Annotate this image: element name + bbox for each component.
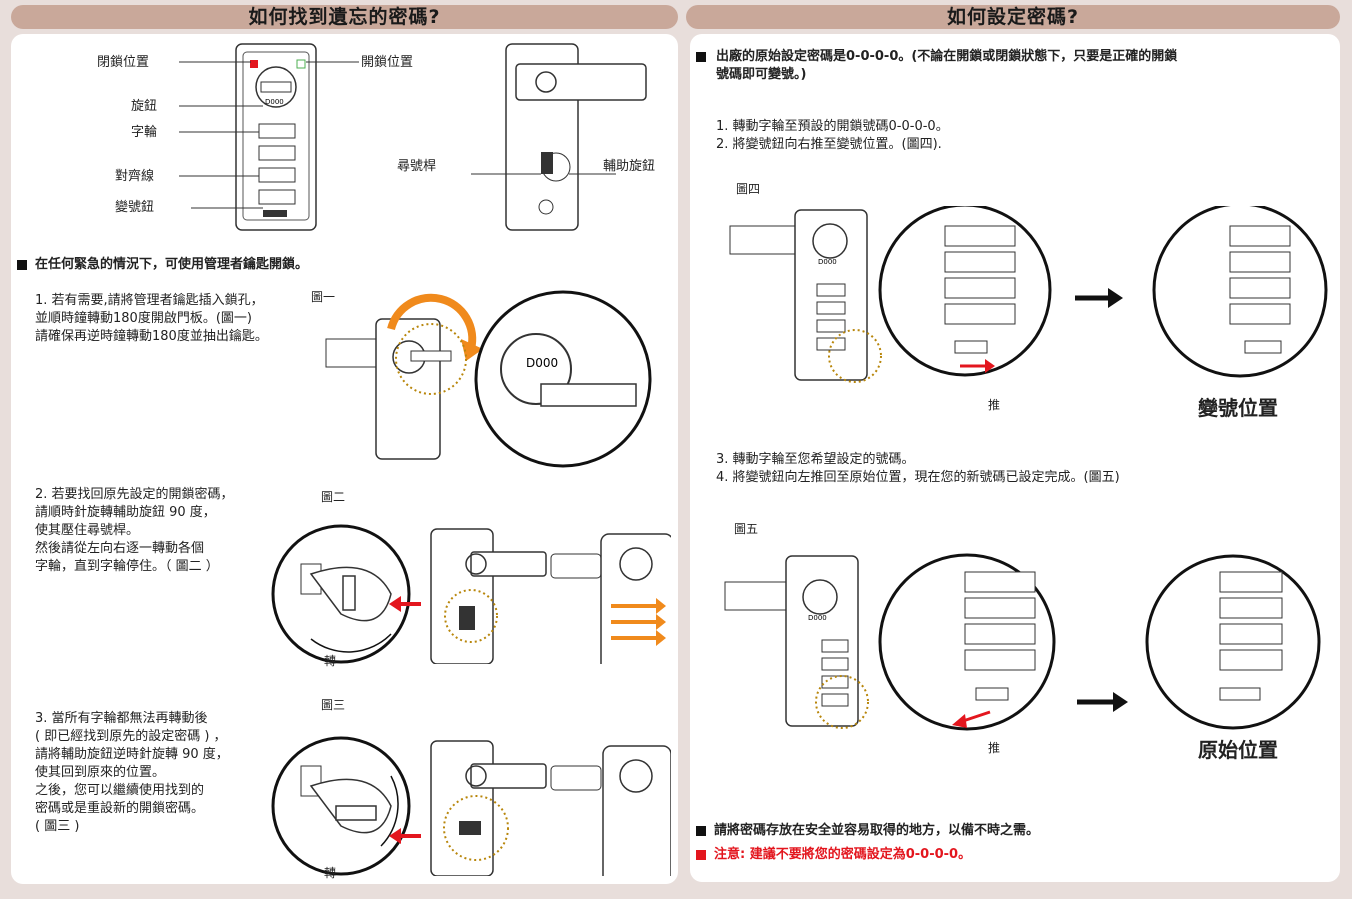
steps-1-2: 1. 轉動字輪至預設的開鎖號碼0-0-0-0。 2. 將變號鈕向右推至變號位置。… [716,119,949,152]
fig1-diagram: D000 [325,290,652,468]
fig3-diagram [271,736,671,876]
bullet-icon [17,259,27,270]
emergency-note: 在任何緊急的情況下，可使用管理者鑰匙開鎖。 [17,256,308,274]
fig4-diagram: D000 [729,206,1328,383]
label-align-line: 對齊線 [115,169,155,184]
step3-text: 3. 當所有字輪都無法再轉動後 ( 即已經找到原先的設定密碼 ) ， 請將輔助旋… [35,711,229,834]
left-header: 如何找到遺忘的密碼? [11,5,678,29]
step2-text: 2. 若要找回原先設定的開鎖密碼， 請順時針旋轉輔助旋鈕 90 度， 使其壓住尋… [35,487,234,574]
warning-note: 注意: 建議不要將您的密碼設定為0-0-0-0。 [696,846,971,864]
original-position-label: 原始位置 [1198,738,1278,762]
label-open-position: 開鎖位置 [361,55,414,70]
label-knob: 旋鈕 [131,99,158,114]
intro-text: 出廠的原始設定密碼是0-0-0-0。(不論在開鎖或閉鎖狀態下，只要是正確的開鎖 … [716,49,1178,82]
svg-text:D000: D000 [265,98,284,106]
fig5-push-label: 推 [988,741,1001,755]
fig4-label: 圖四 [736,182,761,196]
fig2-label: 圖二 [321,490,346,504]
intro-note: 出廠的原始設定密碼是0-0-0-0。(不論在開鎖或閉鎖狀態下，只要是正確的開鎖 … [696,48,1316,84]
fig1-label: 圖一 [311,290,336,304]
label-wheel: 字輪 [131,125,158,140]
label-close-position: 閉鎖位置 [97,55,150,70]
svg-text:D000: D000 [808,614,827,622]
fig2-turn-label: 轉 [324,654,337,668]
label-aux-knob: 輔助旋鈕 [603,159,656,174]
fig3-turn-label: 轉 [324,866,337,880]
change-position-label: 變號位置 [1198,396,1278,420]
fig2-diagram [271,524,671,664]
svg-text:D000: D000 [818,258,837,266]
label-change-button: 變號鈕 [115,200,155,215]
steps-3-4: 3. 轉動字輪至您希望設定的號碼。 4. 將變號鈕向左推回至原始位置，現在您的新… [716,452,1120,485]
label-finder-lever: 尋號桿 [397,159,437,174]
step1-text: 1. 若有需要,請將管理者鑰匙插入鎖孔， 並順時鐘轉動180度開啟門板。(圖一)… [35,293,268,344]
bullet-icon [696,825,706,836]
store-note: 請將密碼存放在安全並容易取得的地方，以備不時之需。 [696,822,1039,840]
bullet-icon [696,52,706,62]
right-header: 如何設定密碼? [686,5,1340,29]
emergency-text: 在任何緊急的情況下，可使用管理者鑰匙開鎖。 [35,257,309,272]
fig5-label: 圖五 [734,522,759,536]
left-panel: D000 閉鎖位置 開鎖位置 旋鈕 字輪 對齊線 變號鈕 [11,34,678,884]
fig5-diagram: D000 [724,553,1321,731]
right-panel: 出廠的原始設定密碼是0-0-0-0。(不論在開鎖或閉鎖狀態下，只要是正確的開鎖 … [690,34,1340,882]
warning-text: 注意: 建議不要將您的密碼設定為0-0-0-0。 [714,847,972,862]
store-note-text: 請將密碼存放在安全並容易取得的地方，以備不時之需。 [714,823,1040,838]
warning-bullet-icon [696,849,706,860]
svg-text:D000: D000 [526,356,558,370]
lock-front-diagram: D000 [179,43,647,231]
fig4-push-label: 推 [988,398,1001,412]
fig3-label: 圖三 [321,698,346,712]
